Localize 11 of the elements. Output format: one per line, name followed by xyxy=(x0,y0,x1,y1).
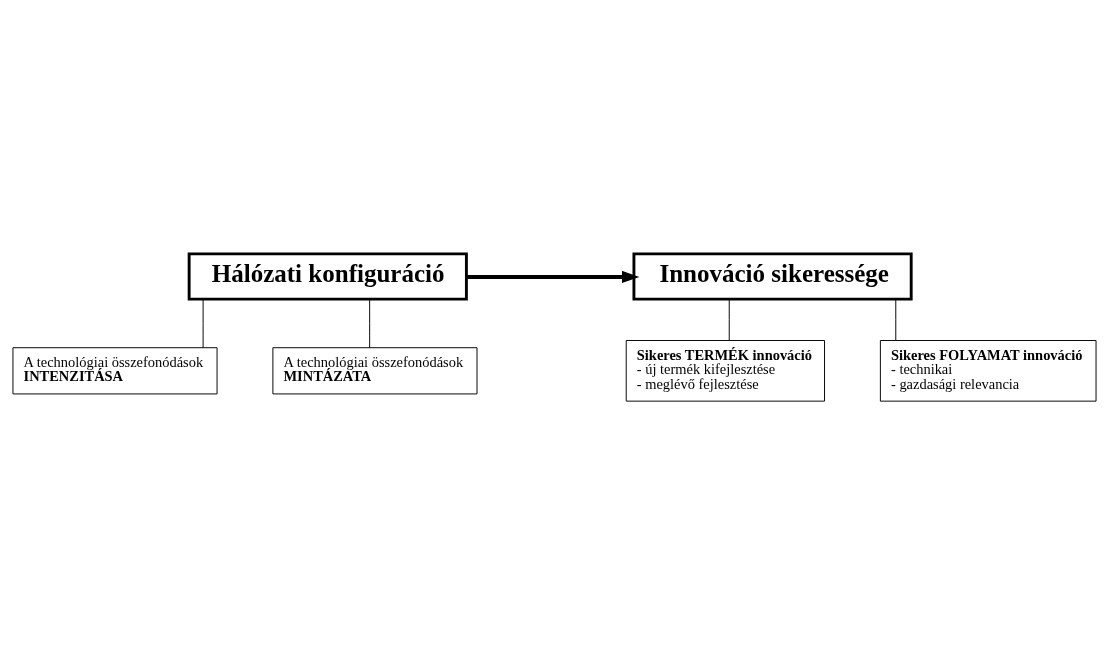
node-box: Innováció sikeressége xyxy=(632,252,913,301)
node-box: Hálózati konfiguráció xyxy=(187,252,468,301)
connector xyxy=(728,298,730,341)
connector xyxy=(202,298,204,348)
node-box: A technológiai összefonódások INTENZITÁSA xyxy=(12,347,218,395)
node-box: A technológiai összefonódások MINTÁZATA xyxy=(272,347,478,395)
node-box: Sikeres TERMÉK innováció - új termék kifejlesztése - meglévő fejlesztése xyxy=(625,340,826,402)
arrow xyxy=(466,270,640,284)
node-box: Sikeres FOLYAMAT innováció - technikai - gazdasági relevancia xyxy=(879,340,1097,402)
connector xyxy=(369,298,371,348)
connector xyxy=(895,298,897,341)
